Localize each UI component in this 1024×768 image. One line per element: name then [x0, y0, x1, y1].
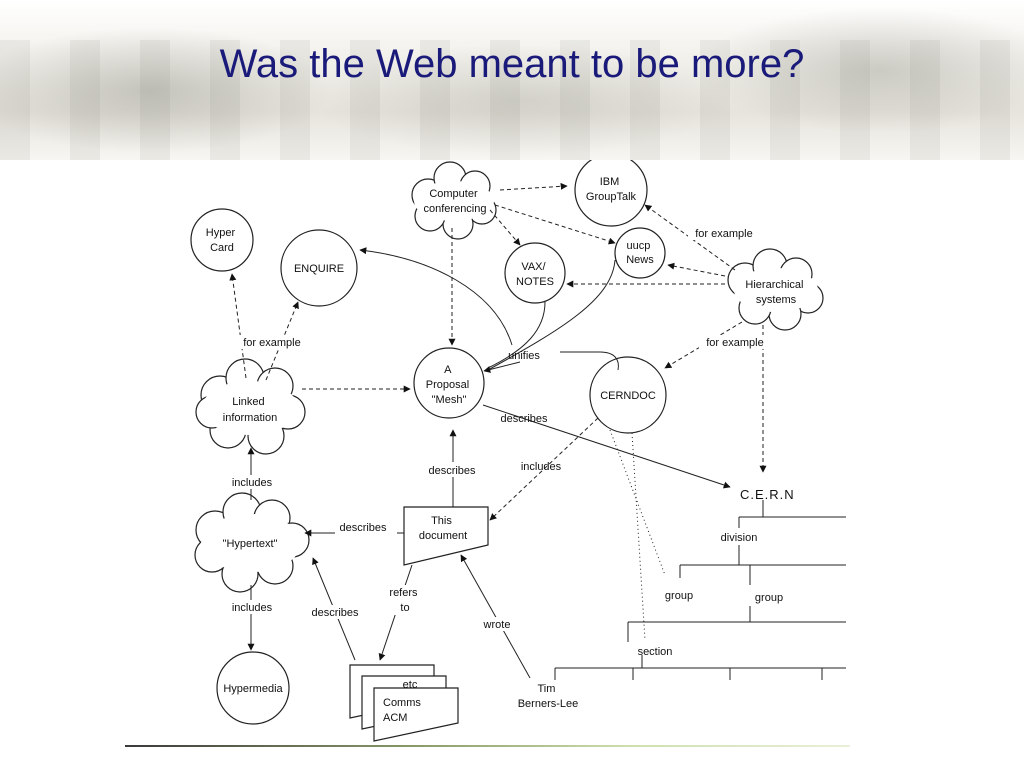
bottom-rule	[125, 745, 850, 747]
hypermedia-node	[216, 651, 290, 725]
edge-cerndoc-document	[489, 417, 599, 521]
conferencing-label-1: Computer	[429, 188, 478, 200]
edge-label-describes-mesh-cern: describes	[500, 413, 548, 425]
slide-title: Was the Web meant to be more?	[219, 42, 805, 86]
cern-label: C.E.R.N	[740, 487, 795, 502]
svg-text:Computer conferencing: Computer conferencing	[424, 188, 487, 215]
edge-label-refers: refers	[389, 587, 418, 599]
ibm-label-1: IBM	[600, 176, 620, 188]
group-1-label: group	[665, 590, 693, 602]
hypertext-label: "Hypertext"	[223, 538, 278, 550]
edge-tim-document	[460, 554, 531, 679]
ibm-label-2: GroupTalk	[586, 191, 637, 203]
hierarchical-label-2: systems	[756, 294, 797, 306]
svg-text:"Hypertext": "Hypertext"	[223, 538, 278, 550]
svg-text:VAX/ NOTES: VAX/ NOTES	[516, 261, 554, 288]
uucp-label-1: uucp	[627, 240, 651, 252]
document-label-1: This	[431, 515, 452, 527]
svg-text:CERNDOC: CERNDOC	[600, 390, 656, 402]
docs-acm-label: ACM	[383, 712, 407, 724]
hypertext-history-diagram: Hyper Card ENQUIRE Computer conferencing…	[190, 160, 846, 742]
svg-text:Linked information: Linked information	[223, 396, 277, 424]
svg-text:Hierarchical systems: Hierarchical systems	[745, 279, 806, 306]
svg-text:refers to: refers to	[389, 587, 420, 614]
edge-mesh-cern	[482, 404, 731, 489]
cern-hierarchy-tree	[554, 500, 846, 680]
docs-comms-label: Comms	[383, 697, 421, 709]
svg-text:Hypermedia: Hypermedia	[223, 683, 283, 695]
edge-label-for-example-right: for example	[706, 337, 763, 349]
edge-label-for-example-left: for example	[243, 337, 300, 349]
svg-text:Tim Berners-Lee: Tim Berners-Lee	[518, 683, 579, 710]
edge-label-describes-doc-mesh: describes	[428, 465, 476, 477]
edge-mesh-enquire	[359, 247, 513, 346]
header-banner	[0, 0, 1024, 160]
vax-label-1: VAX/	[521, 261, 546, 273]
enquire-label: ENQUIRE	[294, 263, 344, 275]
edge-uucp-unifies	[487, 259, 616, 371]
uucp-label-2: News	[626, 254, 654, 266]
edge-linked-hypercard	[229, 273, 247, 379]
vax-label-2: NOTES	[516, 276, 554, 288]
svg-text:This document: This document	[419, 515, 467, 542]
edge-label-describes-docs-hypertext: describes	[311, 607, 359, 619]
edge-unifies-cerndoc	[560, 351, 619, 371]
ibm-grouptalk-node	[574, 160, 648, 227]
conferencing-label-2: conferencing	[424, 203, 487, 215]
edge-label-includes-top: includes	[232, 477, 273, 489]
enquire-node	[280, 229, 358, 307]
edge-label-includes-cerndoc: includes	[521, 461, 562, 473]
edge-label-includes-bottom: includes	[232, 602, 273, 614]
edge-label-unifies: unifies	[508, 350, 540, 362]
edge-hier-ibm	[644, 204, 736, 271]
mesh-label-2: Proposal	[426, 379, 469, 391]
svg-text:uucp News: uucp News	[626, 240, 654, 266]
section-label: section	[638, 646, 673, 658]
linked-label-1: Linked	[232, 396, 264, 408]
edge-unifies-mesh	[483, 361, 521, 373]
edge-conferencing-ibm	[499, 182, 568, 191]
svg-text:IBM GroupTalk: IBM GroupTalk	[586, 176, 637, 203]
hypercard-node	[190, 208, 254, 272]
hierarchical-label-1: Hierarchical	[745, 279, 803, 291]
diagram-panel: Hyper Card ENQUIRE Computer conferencing…	[125, 160, 850, 745]
edge-label-describes-doc-hypertext: describes	[339, 522, 387, 534]
edge-vax-unifies	[487, 301, 546, 369]
cerndoc-label: CERNDOC	[600, 390, 656, 402]
cerndoc-node	[589, 356, 667, 434]
edge-label-for-example-top: for example	[695, 228, 752, 240]
edge-label-to: to	[400, 602, 409, 614]
mesh-label-1: A	[444, 364, 452, 376]
edge-cerndoc-section	[631, 432, 646, 641]
mesh-label-3: "Mesh"	[432, 394, 467, 406]
edge-conferencing-vax	[489, 209, 521, 246]
docs-etc-label: etc	[403, 679, 418, 691]
document-label-2: document	[419, 530, 467, 542]
edge-hier-uucp	[667, 262, 726, 277]
vax-notes-node	[504, 242, 566, 304]
proposal-mesh-node	[413, 347, 485, 419]
svg-text:Hyper Card: Hyper Card	[206, 227, 238, 254]
linked-label-2: information	[223, 412, 277, 424]
svg-text:A Proposal "Mesh": A Proposal "Mesh"	[426, 364, 472, 406]
svg-text:Comms ACM: Comms ACM	[383, 697, 424, 724]
tim-label-2: Berners-Lee	[518, 698, 579, 710]
svg-text:etc: etc	[403, 679, 418, 691]
svg-text:ENQUIRE: ENQUIRE	[294, 263, 344, 275]
hypermedia-label: Hypermedia	[223, 683, 283, 695]
tim-label-1: Tim	[538, 683, 556, 695]
hypercard-label-2: Card	[210, 242, 234, 254]
group-2-label: group	[755, 592, 783, 604]
docs-stack	[349, 664, 459, 742]
edge-cerndoc-group	[609, 429, 666, 576]
uucp-news-node	[614, 227, 666, 279]
hypercard-label-1: Hyper	[206, 227, 236, 239]
edge-label-wrote: wrote	[483, 619, 511, 631]
this-document-node	[403, 506, 489, 566]
division-label: division	[721, 532, 758, 544]
